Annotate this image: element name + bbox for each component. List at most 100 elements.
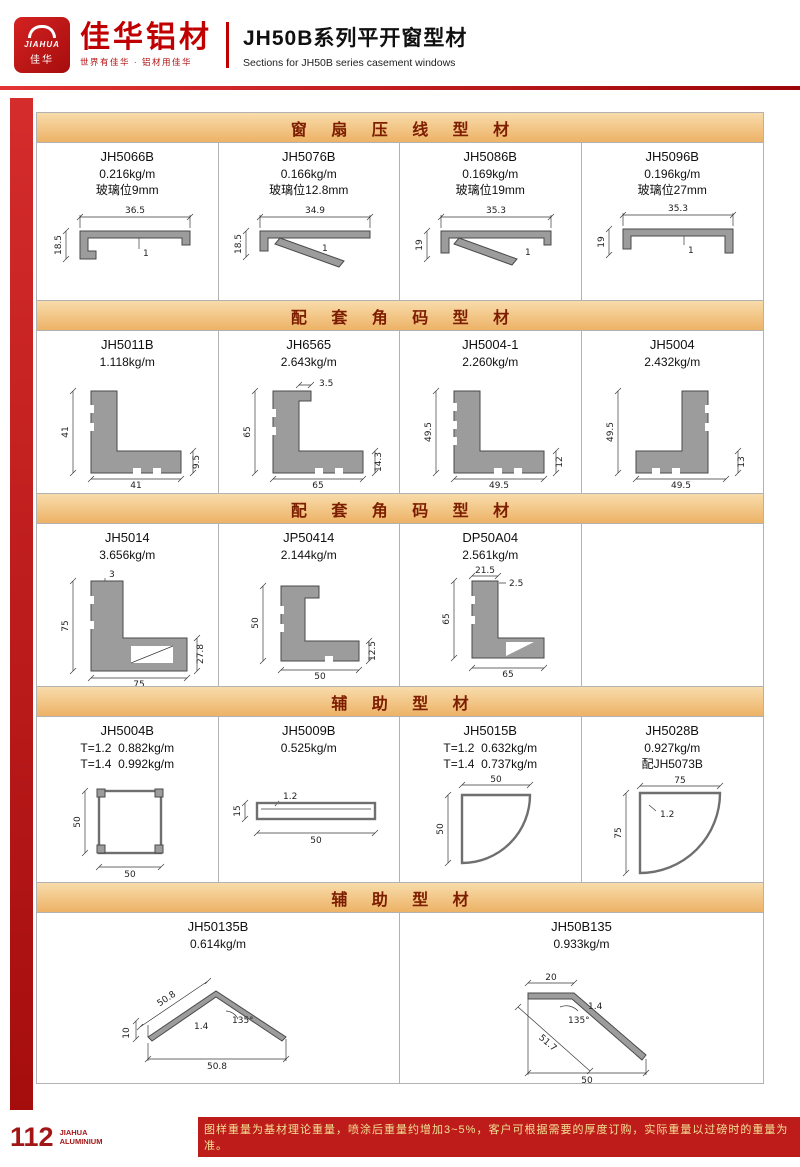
profile-drawing: 49.5 49.5 13 — [606, 387, 747, 489]
profile-drawing: 75 75 1.2 — [614, 776, 724, 877]
dim-label: 27.8 — [196, 644, 206, 664]
profile-weight: T=1.4 0.992kg/m — [80, 757, 175, 772]
page-number-block: 112 JIAHUA ALUMINIUM — [0, 1117, 198, 1157]
profile-weight: 0.614kg/m — [189, 937, 247, 951]
profile-model: DP50A04 — [462, 530, 519, 545]
section-title: 配 套 角 码 型 材 — [37, 301, 763, 331]
cutout — [314, 468, 323, 475]
cutout — [470, 596, 476, 605]
dim-label: 50 — [581, 1076, 593, 1083]
dim-label: 12.5 — [368, 641, 378, 661]
dim-label: 75 — [675, 776, 686, 786]
profile-model: JH5004-1 — [462, 337, 519, 352]
profile-model: JH5086B — [463, 149, 517, 164]
cutout — [452, 437, 458, 446]
profile-weight: T=1.4 0.737kg/m — [443, 757, 538, 772]
profile-shape — [639, 792, 722, 875]
profile-cell: JH50135B 0.614kg/m 10 50.8 1.4 135° 50.8 — [37, 913, 400, 1083]
profile-cell: JH5004B T=1.2 0.882kg/m T=1.4 0.992kg/m … — [37, 717, 219, 883]
dim-label: 65 — [503, 670, 514, 680]
cutout — [452, 421, 458, 430]
dim-label: 51.7 — [536, 1033, 558, 1054]
dimension-lines — [82, 788, 165, 871]
profile-weight: T=1.2 0.882kg/m — [80, 741, 175, 755]
header-divider — [226, 22, 229, 68]
dim-label: 1 — [688, 246, 694, 256]
dim-label: 41 — [61, 426, 71, 437]
section-title: 辅 助 型 材 — [37, 883, 763, 913]
cutout — [672, 468, 681, 475]
cutout — [652, 468, 661, 475]
dim-label: 21.5 — [475, 566, 495, 576]
profile-model: JH5004B — [100, 723, 154, 738]
section-cells: JH50135B 0.614kg/m 10 50.8 1.4 135° 50.8… — [37, 913, 763, 1083]
header-rule — [0, 86, 800, 90]
dim-label: 2.5 — [509, 579, 523, 589]
dim-label: 18.5 — [54, 235, 64, 255]
section-cells: JH5066B 0.216kg/m 玻璃位9mm 36.5 18.5 1 JH5… — [37, 143, 763, 301]
dim-label: 12 — [555, 456, 565, 467]
cutout — [494, 468, 503, 475]
cutout — [270, 409, 276, 418]
profile-shape — [98, 790, 163, 855]
profile-cell: JH6565 2.643kg/m 65 65 14.3 3.5 — [218, 331, 400, 494]
dim-label: 3 — [109, 570, 115, 580]
profile-shape — [471, 580, 545, 659]
dim-label: 15 — [233, 805, 243, 816]
profile-model: JH5004 — [649, 337, 695, 352]
empty-cell — [581, 524, 763, 687]
dim-label: 10 — [122, 1027, 132, 1039]
profile-cell: JH5009B 0.525kg/m 15 1.2 50 — [218, 717, 400, 883]
dim-label: 50 — [251, 617, 261, 629]
profile-cell: JH50B135 0.933kg/m 20 1.4 51.7 135° 50 — [400, 913, 763, 1083]
profile-weight: 0.216kg/m — [99, 167, 156, 181]
profile-shape — [280, 585, 360, 662]
profile-drawing: 21.5 2.5 65 65 — [442, 566, 548, 680]
profile-cell: JH5011B 1.118kg/m 41 41 9.5 — [37, 331, 219, 494]
brand-slogan: 世界有佳华 · 铝材用佳华 — [80, 57, 193, 68]
profile-glass-pos: 玻璃位9mm — [95, 183, 159, 198]
left-red-bar — [10, 98, 33, 1110]
corner-boss — [96, 788, 106, 798]
profile-cell: JH5028B 0.927kg/m 配JH5073B 75 75 1.2 — [581, 717, 763, 883]
profile-shape — [259, 230, 371, 252]
dimension-lines — [251, 381, 378, 483]
dimension-lines — [445, 782, 534, 867]
cutout — [514, 468, 523, 475]
profile-drawing: 10 50.8 1.4 135° 50.8 — [122, 977, 290, 1072]
cutout — [153, 468, 162, 475]
dim-label: 50.8 — [156, 990, 178, 1010]
corner-boss — [96, 844, 106, 854]
profile-drawing: 20 1.4 51.7 135° 50 — [514, 973, 649, 1083]
dimension-lines — [242, 214, 373, 261]
dim-label: 41 — [131, 481, 142, 489]
profile-drawing: 35.3 19 1 — [597, 204, 737, 259]
profile-weight: 2.144kg/m — [280, 548, 337, 562]
dim-label: 65 — [243, 426, 253, 437]
profile-model: JH50135B — [187, 919, 249, 934]
dim-label: 135° — [232, 1016, 254, 1026]
footer-brand-line1: JIAHUA — [59, 1127, 88, 1137]
dim-label: 34.9 — [305, 206, 325, 216]
profile-weight: 0.927kg/m — [644, 741, 701, 755]
profile-model: JH5015B — [463, 723, 517, 738]
dimension-lines — [615, 387, 742, 483]
dimension-lines — [451, 572, 548, 672]
dim-label: 3.5 — [319, 379, 333, 389]
profile-weight: 2.643kg/m — [280, 355, 337, 369]
profile-cell: DP50A04 2.561kg/m 21.5 2.5 65 65 — [400, 524, 582, 687]
profile-weight: 0.166kg/m — [280, 167, 337, 181]
cutout — [452, 403, 458, 412]
page-footer: 112 JIAHUA ALUMINIUM 图样重量为基材理论重量，喷涂后重量约增… — [0, 1117, 800, 1157]
profile-model: JH5028B — [645, 723, 699, 738]
dim-label: 1 — [525, 248, 531, 258]
dim-label: 18.5 — [234, 234, 244, 254]
dim-label: 1.4 — [194, 1022, 209, 1032]
profile-drawing: 34.9 18.5 1 — [234, 206, 373, 268]
section-cells: JH5011B 1.118kg/m 41 41 9.5 JH6565 2.643… — [37, 331, 763, 494]
profile-glass-pos: 玻璃位12.8mm — [269, 183, 349, 198]
profile-glass-pos: 玻璃位19mm — [455, 183, 525, 198]
brand-logo: JIAHUA 佳华 — [14, 17, 70, 73]
profile-cell: JH5096B 0.196kg/m 玻璃位27mm 35.3 19 1 — [581, 143, 763, 301]
profile-drawing: 75 75 27.8 3 — [61, 570, 206, 686]
